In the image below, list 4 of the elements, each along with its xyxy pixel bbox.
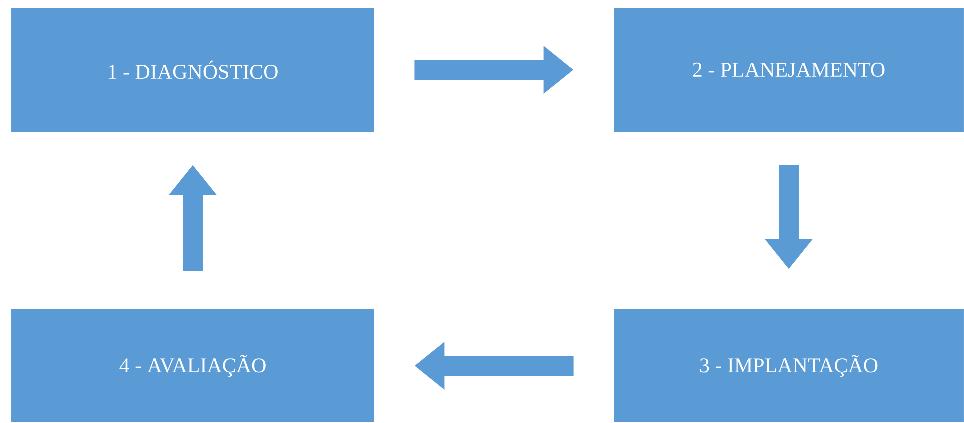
process-box: 2 - PLANEJAMENTO [614, 8, 964, 132]
process-box: 1 - DIAGNÓSTICO [12, 8, 374, 132]
process-box: 3 - IMPLANTAÇÃO [614, 310, 964, 422]
process-box: 4 - AVALIAÇÃO [12, 310, 374, 422]
